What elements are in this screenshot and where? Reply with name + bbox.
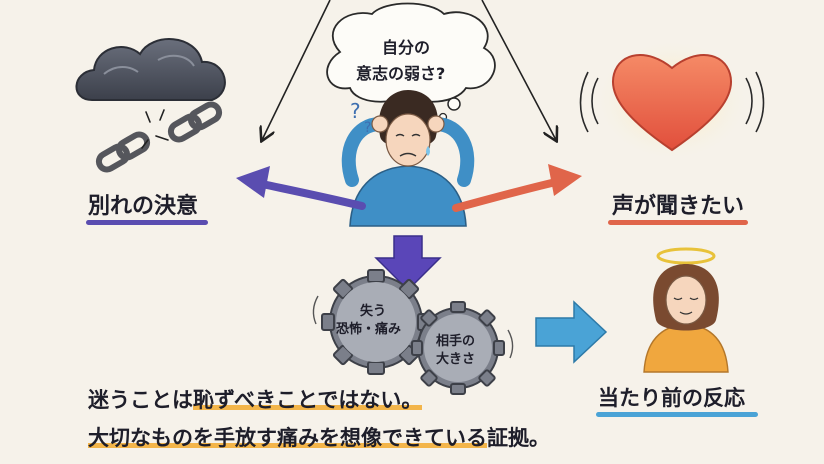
gear-fear-icon bbox=[321, 269, 431, 375]
heart-icon bbox=[579, 38, 765, 162]
down-arrow bbox=[374, 235, 442, 292]
result-label: 当たり前の反応 bbox=[598, 386, 745, 410]
right-arrow bbox=[452, 164, 582, 212]
broken-chain-icon bbox=[95, 101, 223, 173]
gear-fear-line-2: 恐怖・痛み bbox=[336, 322, 402, 337]
caption-line-2: 大切なものを手放す痛みを想像できている証拠。 bbox=[88, 422, 550, 452]
caption-2c: 証拠。 bbox=[487, 426, 550, 450]
gear-fear-line-1: 失う bbox=[360, 304, 387, 319]
top-right-pointer-arrow bbox=[481, 0, 556, 140]
thought-line-2: 意志の弱さ? bbox=[356, 64, 446, 83]
gear-other-line-1: 相手の bbox=[436, 334, 476, 349]
caption-1a: 迷うことは bbox=[88, 388, 193, 412]
result-arrow bbox=[535, 300, 608, 364]
calm-person-figure bbox=[643, 247, 729, 373]
right-label-underline bbox=[608, 220, 748, 225]
thought-line-1: 自分の bbox=[382, 38, 431, 57]
thought-bubble bbox=[326, 2, 496, 122]
left-arrow bbox=[236, 166, 366, 210]
gear-other-person-icon bbox=[312, 295, 514, 395]
right-label: 声が聞きたい bbox=[612, 194, 745, 219]
caption-line-1: 迷うことは恥ずべきことではない。 bbox=[88, 384, 423, 414]
svg-text:?: ? bbox=[350, 99, 361, 123]
left-label: 別れの決意 bbox=[88, 194, 199, 219]
caption-2b-highlight: 手放す痛みを想像できている bbox=[214, 426, 487, 450]
caption-1b-highlight: 恥ずべきことではない。 bbox=[193, 388, 423, 412]
worried-person-figure: ? ? bbox=[341, 90, 475, 227]
top-left-pointer-arrow bbox=[262, 0, 331, 140]
result-label-underline bbox=[596, 412, 758, 417]
gear-other-line-2: 大きさ bbox=[436, 352, 476, 367]
left-label-underline bbox=[86, 220, 208, 225]
svg-text:?: ? bbox=[364, 120, 371, 136]
storm-cloud-icon bbox=[75, 38, 226, 101]
caption-2a-highlight: 大切なものを bbox=[88, 426, 214, 450]
